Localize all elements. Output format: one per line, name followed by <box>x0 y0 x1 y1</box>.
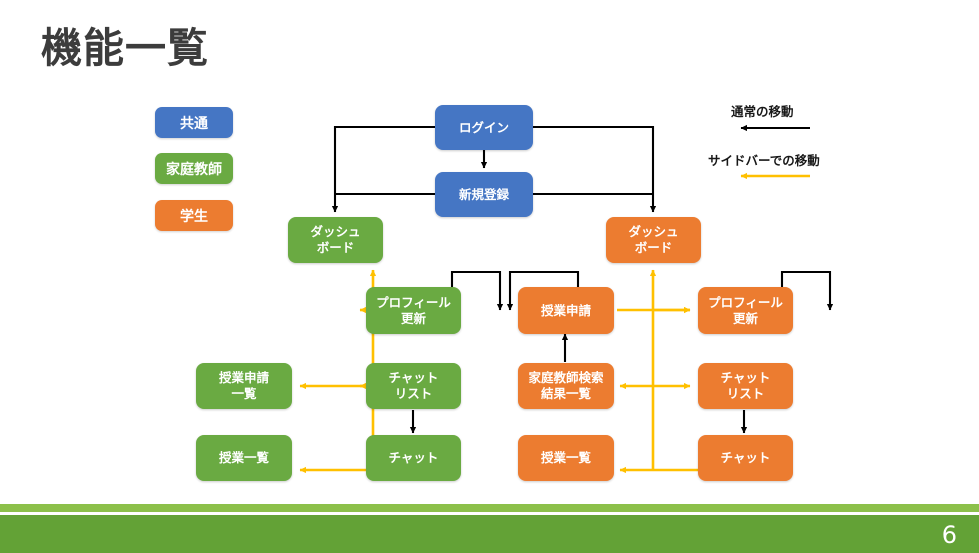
node-student-profile-update[interactable]: プロフィール 更新 <box>698 287 793 334</box>
legend-label-normal-move: 通常の移動 <box>731 104 794 119</box>
node-student-chat[interactable]: チャット <box>698 435 793 481</box>
node-student-dashboard[interactable]: ダッシュ ボード <box>606 217 701 263</box>
node-tutor-profile-update[interactable]: プロフィール 更新 <box>366 287 461 334</box>
node-tutor-class-request-list[interactable]: 授業申請 一覧 <box>196 363 292 409</box>
footer-accent-stripe <box>0 504 979 512</box>
node-tutor-chat-list[interactable]: チャット リスト <box>366 363 461 409</box>
legend-chip-tutor: 家庭教師 <box>155 153 233 184</box>
node-login[interactable]: ログイン <box>435 105 533 150</box>
node-tutor-class-list[interactable]: 授業一覧 <box>196 435 292 481</box>
node-student-class-list[interactable]: 授業一覧 <box>518 435 614 481</box>
page-title: 機能一覧 <box>41 24 209 72</box>
node-student-tutor-search-results[interactable]: 家庭教師検索 結果一覧 <box>518 363 614 409</box>
node-tutor-chat[interactable]: チャット <box>366 435 461 481</box>
legend-label-sidebar-move: サイドバーでの移動 <box>708 153 820 168</box>
node-signup[interactable]: 新規登録 <box>435 172 533 217</box>
legend-chip-student: 学生 <box>155 200 233 231</box>
node-student-class-request[interactable]: 授業申請 <box>518 287 614 334</box>
footer-bar <box>0 515 979 553</box>
page-number: 6 <box>941 521 957 549</box>
legend-chip-common: 共通 <box>155 107 233 138</box>
node-student-chat-list[interactable]: チャット リスト <box>698 363 793 409</box>
node-tutor-dashboard[interactable]: ダッシュ ボード <box>288 217 383 263</box>
